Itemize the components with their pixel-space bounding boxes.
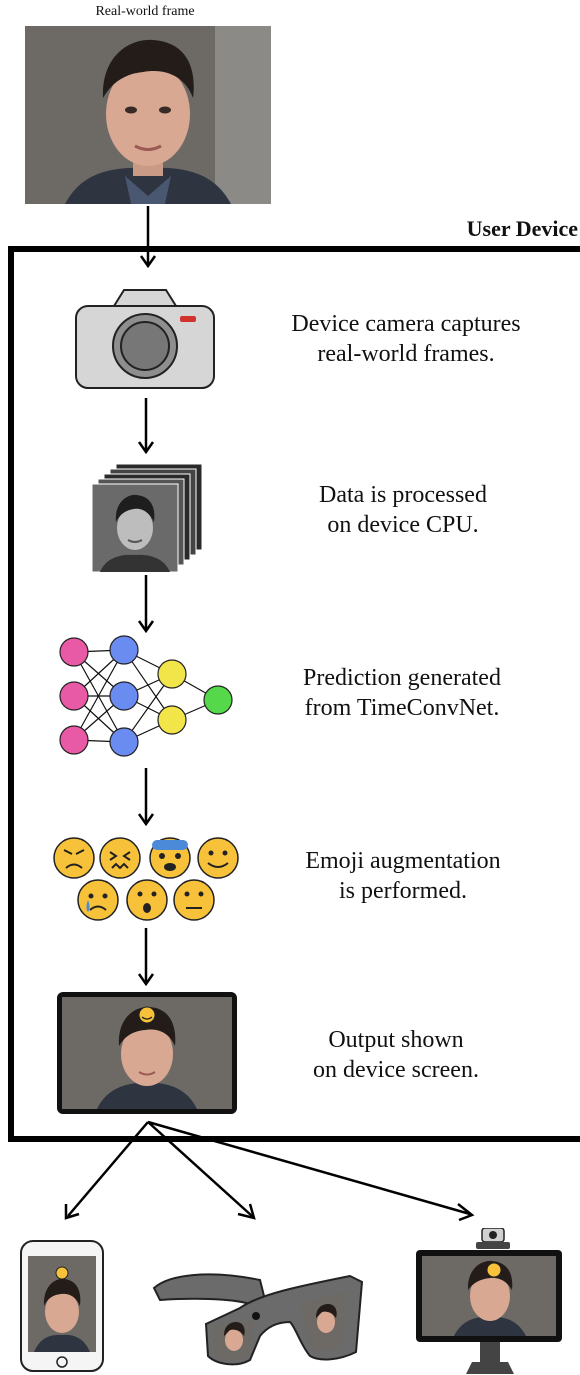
arrow-network-to-emoji <box>137 768 155 826</box>
step-3-line-2: from TimeConvNet. <box>304 695 500 721</box>
step-4-text: Emoji augmentation is performed. <box>253 846 553 906</box>
smart-glasses-icon <box>150 1264 366 1368</box>
arrow-camera-to-frames <box>137 398 155 454</box>
step-1-line-1: Device camera captures <box>291 311 521 337</box>
neural-network-icon <box>58 634 238 758</box>
step-3-text: Prediction generated from TimeConvNet. <box>252 663 552 723</box>
smartphone-icon <box>20 1240 104 1372</box>
frame-stack-icon <box>90 462 204 574</box>
camera-icon <box>74 286 216 390</box>
arrow-emoji-to-output <box>137 928 155 986</box>
user-device-title: User Device <box>466 216 578 241</box>
top-caption: Real-world frame <box>95 4 195 19</box>
step-2-line-1: Data is processed <box>319 482 487 508</box>
step-4-line-1: Emoji augmentation <box>305 848 501 874</box>
emoji-set-icon <box>52 836 242 922</box>
step-1-text: Device camera captures real-world frames… <box>256 309 556 369</box>
step-5-line-2: on device screen. <box>313 1057 479 1083</box>
user-device-box <box>8 246 580 1142</box>
step-2-text: Data is processed on device CPU. <box>253 480 553 540</box>
arrow-frames-to-network <box>137 575 155 633</box>
step-4-line-2: is performed. <box>339 878 467 904</box>
step-5-text: Output shown on device screen. <box>246 1025 546 1085</box>
output-branch-arrows <box>64 1120 475 1222</box>
step-2-line-2: on device CPU. <box>327 512 479 538</box>
arrow-frame-to-camera <box>139 206 157 268</box>
step-3-line-1: Prediction generated <box>303 665 501 691</box>
desktop-monitor-icon <box>414 1228 564 1374</box>
real-world-frame-image <box>25 26 271 204</box>
output-screen-image <box>57 992 237 1114</box>
step-5-line-1: Output shown <box>328 1027 464 1053</box>
step-1-line-2: real-world frames. <box>317 341 495 367</box>
